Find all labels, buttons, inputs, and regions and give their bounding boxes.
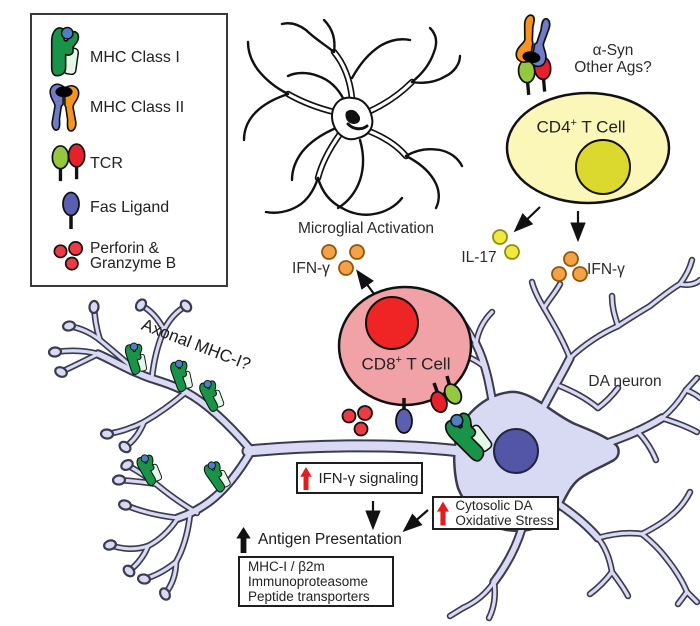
fas-ligand-icon	[395, 408, 413, 434]
ifn-gamma-dots-left	[321, 244, 365, 276]
microglia-drawing	[242, 18, 464, 216]
antigen-presentation-text: Antigen Presentation	[258, 531, 402, 548]
neuron-nucleus	[493, 428, 539, 474]
tcr-green-icon	[443, 383, 463, 405]
mhc-pathway-box: MHC-I / β2m Immunoproteasome Peptide tra…	[238, 556, 394, 607]
cytosolic-da-text: Cytosolic DA Oxidative Stress	[455, 498, 554, 528]
fas-ligand-icon	[61, 191, 81, 231]
red-up-arrow-icon	[300, 466, 313, 490]
cytosolic-da-box: Cytosolic DA Oxidative Stress	[432, 496, 559, 530]
perforin-granzyme-icon	[53, 241, 84, 271]
ifn-signaling-text: IFN-γ signaling	[318, 469, 419, 487]
cd4-t-cell	[505, 12, 671, 205]
flow-arrows	[356, 206, 586, 533]
mhc-pathway-line3: Peptide transporters	[248, 589, 370, 604]
microglia-label: Microglial Activation	[297, 220, 435, 237]
ifn-gamma-right-label: IFN-γ	[587, 261, 625, 278]
mhc2-icon	[49, 83, 80, 132]
ifn-gamma-left-label: IFN-γ	[292, 260, 330, 277]
legend-label-tcr: TCR	[90, 155, 123, 172]
antigen-query-label: α-Syn Other Ags?	[574, 42, 652, 76]
mhc1-icon	[50, 26, 80, 77]
cd4-cell-label: CD4+ T Cell	[536, 117, 626, 137]
microglia-nucleus	[345, 109, 361, 124]
mhc-pathway-line2: Immunoproteasome	[248, 574, 369, 589]
black-up-arrow-icon	[236, 527, 251, 553]
il17-label: IL-17	[461, 249, 497, 266]
ifn-gamma-dots-right	[551, 251, 588, 282]
legend-label-mhc2: MHC Class II	[90, 99, 185, 116]
axon-boutons	[47, 298, 193, 601]
legend-label-perforin: Perforin & Granzyme B	[90, 240, 177, 272]
red-up-arrow-icon	[437, 501, 450, 526]
antigen-presentation-row: Antigen Presentation	[236, 527, 402, 553]
legend-label-fas: Fas Ligand	[90, 199, 170, 216]
il17-dots	[492, 229, 520, 260]
mhc-pathway-line1: MHC-I / β2m	[248, 559, 325, 574]
cd8-t-cell	[337, 285, 473, 437]
ifn-signaling-box: IFN-γ signaling	[296, 462, 423, 494]
legend-box: MHC Class I MHC Class II TCR Fas Ligand …	[30, 13, 228, 287]
cd8-cell-label: CD8+ T Cell	[361, 354, 451, 374]
tcr-red-icon	[430, 390, 448, 414]
da-neuron-label: DA neuron	[588, 373, 662, 390]
tcr-icon	[50, 143, 87, 183]
legend-label-mhc1: MHC Class I	[90, 49, 180, 66]
perforin-granzyme-icon	[341, 405, 373, 437]
